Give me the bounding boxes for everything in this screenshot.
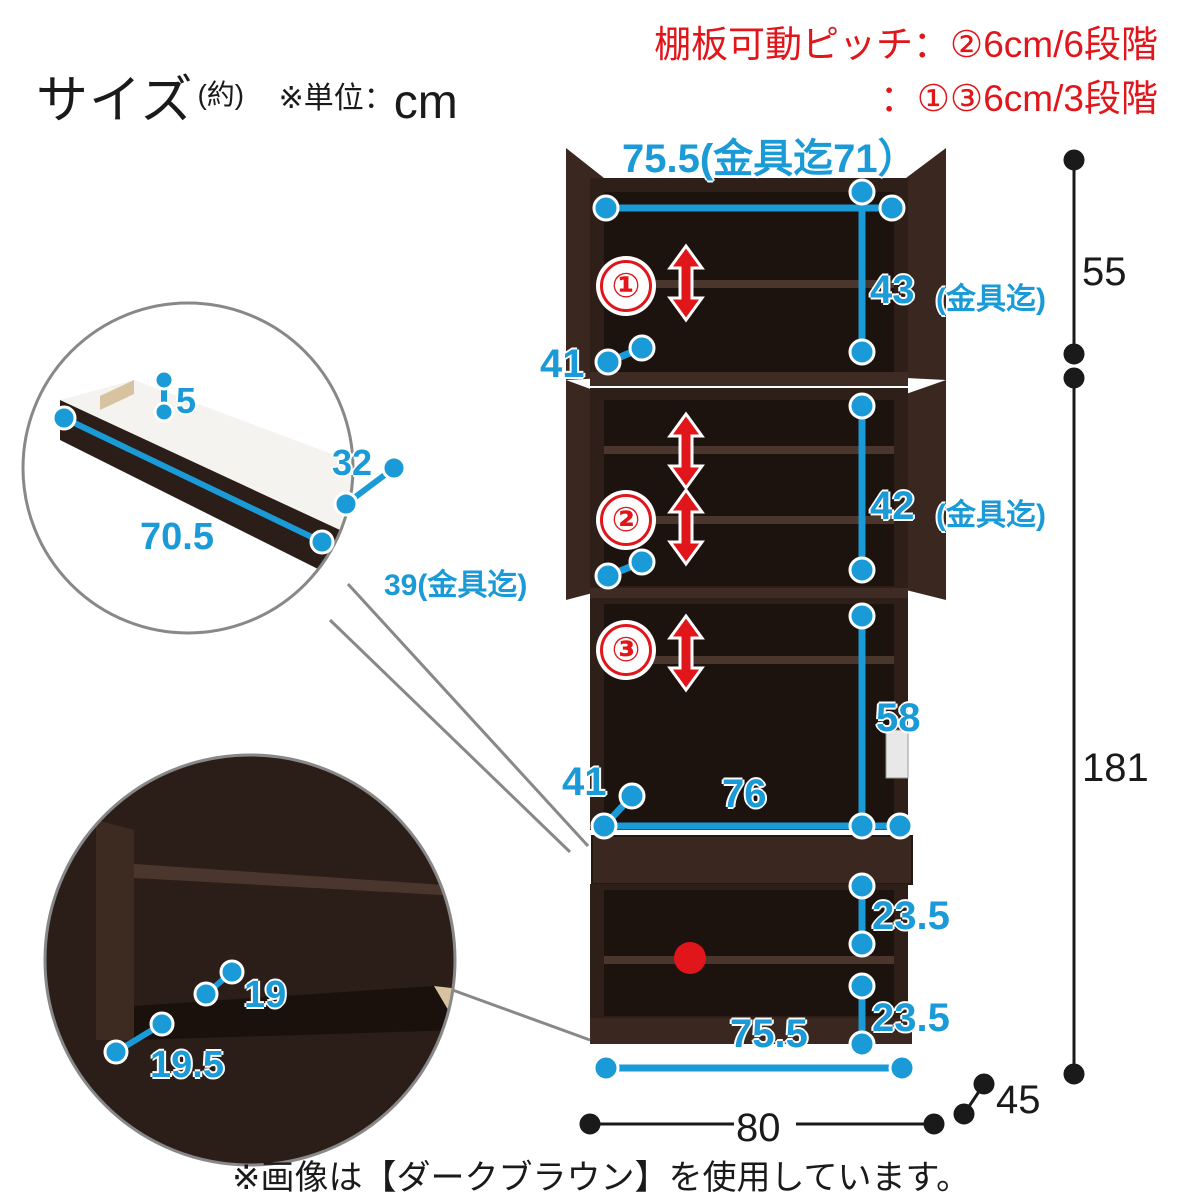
dim-bottom-upper-height: 23.5 bbox=[872, 894, 950, 938]
dim-overall-depth: 45 bbox=[996, 1078, 1041, 1122]
base-depth: 19.5 bbox=[150, 1044, 224, 1086]
dim-bottom-width: 75.5 bbox=[730, 1012, 808, 1056]
arrow-middle-2 bbox=[667, 487, 705, 567]
dim-upper-depth: 41 bbox=[540, 342, 585, 386]
dim-lower-depth: 41 bbox=[562, 760, 607, 804]
size-title-text: サイズ bbox=[36, 72, 194, 130]
dim-middle-height: 42 bbox=[870, 484, 915, 528]
top-unit-bottom-board bbox=[590, 372, 908, 386]
bottom-shelf bbox=[604, 956, 894, 964]
dim-base-unit-height: 181 bbox=[1082, 746, 1149, 790]
drawer-height: 5 bbox=[176, 380, 197, 421]
pitch-note-line2: ：①③6cm/3段階 bbox=[879, 78, 1158, 119]
bottom-section-interior bbox=[604, 890, 894, 1016]
dim-bottom-lower-height: 23.5 bbox=[872, 996, 950, 1040]
base-zoom-circle bbox=[43, 753, 457, 1167]
shelf-marker-2: ② bbox=[600, 494, 652, 546]
pitch-note-line1: 棚板可動ピッチ：②6cm/6段階 bbox=[654, 24, 1158, 65]
dim-upper-height-note: (金具迄) bbox=[936, 283, 1046, 316]
top-right-door bbox=[906, 148, 946, 380]
color-note: ※画像は【ダークブラウン】を使用しています。 bbox=[232, 1159, 971, 1197]
shelf-marker-1: ① bbox=[600, 260, 652, 312]
dim-middle-height-note: (金具迄) bbox=[936, 499, 1046, 532]
middle-shelf-1 bbox=[604, 446, 894, 454]
dim-middle-depth: 39(金具迄) bbox=[384, 569, 528, 602]
shelf-marker-3: ③ bbox=[600, 624, 652, 676]
dim-upper-height: 43 bbox=[870, 268, 915, 312]
top-shelf-1 bbox=[604, 280, 894, 288]
zoom-pointer-lines bbox=[328, 582, 591, 1042]
unit-label: ※単位： bbox=[278, 82, 394, 115]
dim-top-unit-height: 55 bbox=[1082, 250, 1127, 294]
dimension-dots bbox=[590, 178, 916, 1082]
red-dot-marker bbox=[674, 942, 706, 974]
dim-top-width: 75.5(金具迄71） bbox=[622, 137, 918, 181]
unit-value: cm bbox=[393, 76, 458, 129]
size-title: サイズ(約) ※単位：cm bbox=[36, 58, 458, 133]
bottom-section bbox=[590, 884, 912, 1044]
open-section-interior bbox=[604, 604, 894, 826]
overall-dims bbox=[579, 149, 1085, 1135]
dim-lower-width: 76 bbox=[722, 772, 767, 816]
base-height: 19 bbox=[244, 974, 287, 1016]
middle-unit-divider bbox=[590, 588, 908, 600]
drawer-zoom-circle bbox=[21, 301, 407, 635]
open-shelf-1 bbox=[604, 656, 894, 664]
outlet bbox=[885, 729, 909, 779]
arrow-upper bbox=[667, 243, 705, 323]
middle-shelf-2 bbox=[604, 516, 894, 524]
dim-overall-width: 80 bbox=[736, 1106, 781, 1150]
arrow-lower bbox=[667, 613, 705, 693]
dim-lower-height: 58 bbox=[876, 696, 921, 740]
size-title-note: (約) bbox=[197, 79, 245, 110]
drawer-depth: 32 bbox=[332, 442, 373, 483]
adjustable-arrows bbox=[667, 243, 705, 693]
drawer-width: 70.5 bbox=[140, 516, 214, 558]
middle-right-door bbox=[906, 380, 946, 600]
